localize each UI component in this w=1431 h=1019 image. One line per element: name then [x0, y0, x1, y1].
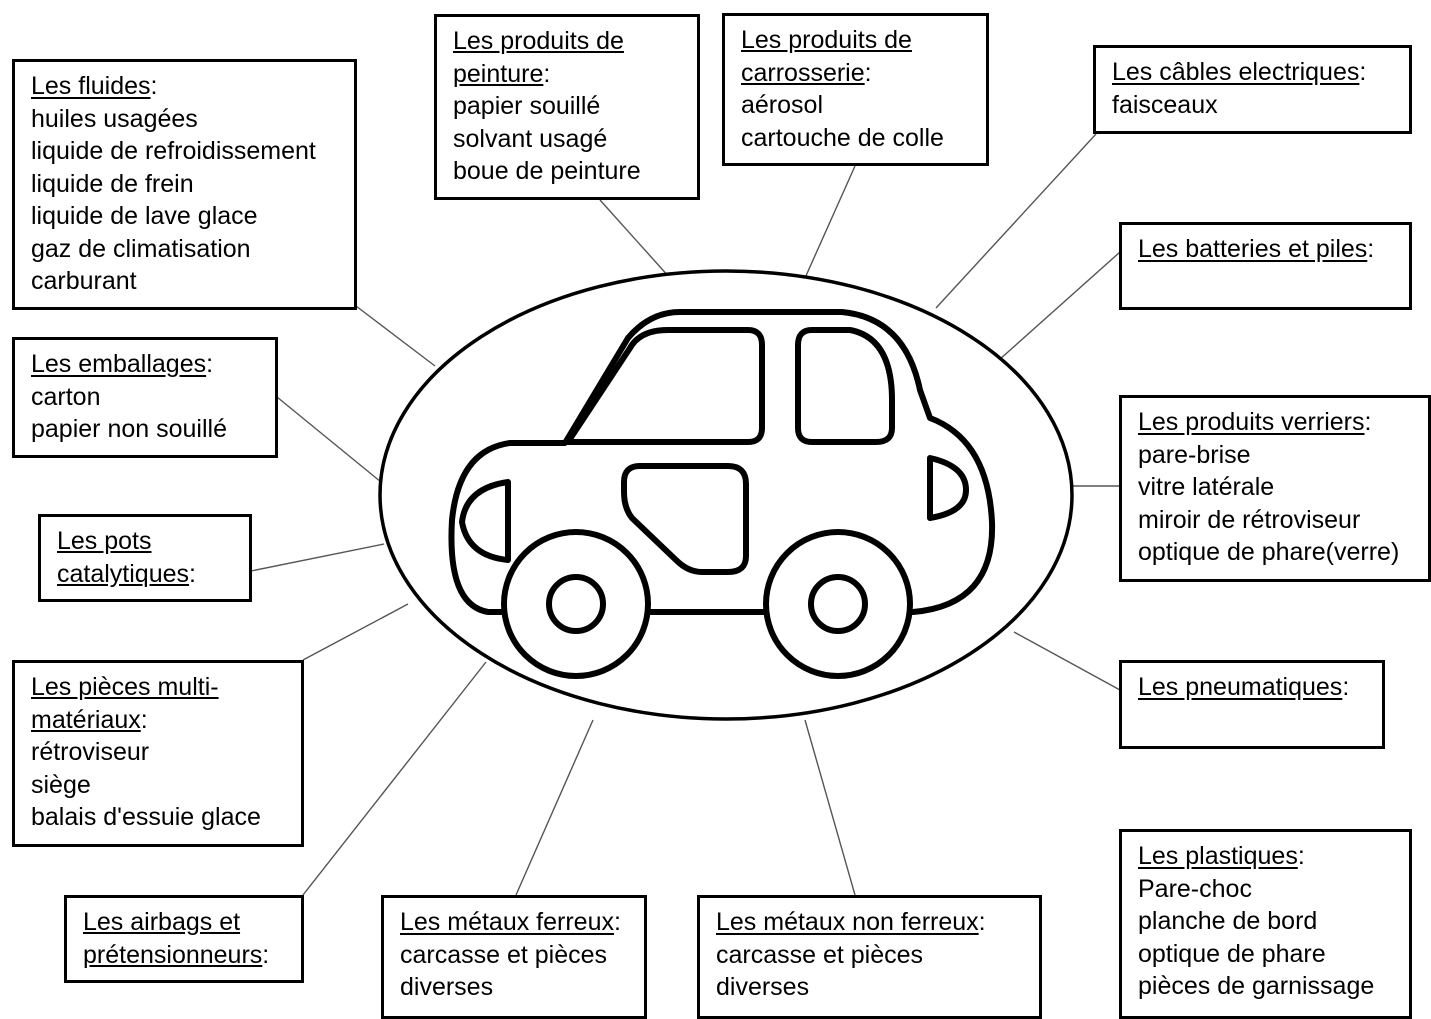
- box-airbags: Les airbags et prétensionneurs:: [64, 895, 304, 983]
- box-nonferreux-title: Les métaux non ferreux: [716, 908, 979, 936]
- list-item: rétroviseur: [31, 738, 150, 766]
- connector-peinture: [599, 199, 671, 279]
- box-batteries-title: Les batteries et piles: [1138, 235, 1368, 263]
- list-item: miroir de rétroviseur: [1138, 505, 1361, 534]
- box-plastiques-title: Les plastiques: [1138, 842, 1298, 870]
- list-item: solvant usagé: [453, 124, 608, 153]
- box-ferreux-title: Les métaux ferreux: [400, 908, 614, 936]
- box-pots-title-line2: catalytiques: [57, 559, 190, 588]
- box-peinture: Les produits de peinture: papier souillé…: [434, 14, 700, 200]
- box-nonferreux: Les métaux non ferreux: carcasse et pièc…: [697, 895, 1042, 1019]
- list-item: boue de peinture: [453, 157, 641, 185]
- connector-lines: [250, 133, 1121, 896]
- box-emballages-title: Les emballages: [31, 350, 207, 378]
- box-verriers: Les produits verriers: pare-brise vitre …: [1119, 395, 1431, 582]
- list-item: faisceaux: [1112, 90, 1218, 119]
- box-pots: Les pots catalytiques:: [38, 514, 252, 602]
- box-carrosserie-title-line1: Les produits de: [741, 26, 912, 54]
- list-item: carcasse et pièces: [400, 940, 608, 969]
- list-item: liquide de frein: [31, 169, 194, 198]
- box-ferreux: Les métaux ferreux: carcasse et pièces d…: [381, 895, 647, 1019]
- list-item: aérosol: [741, 91, 823, 119]
- front-hubcap: [546, 574, 606, 634]
- list-item: liquide de refroidissement: [31, 137, 316, 165]
- list-item: gaz de climatisation: [31, 234, 251, 263]
- connector-cables: [935, 133, 1097, 309]
- list-item: carton: [31, 382, 101, 411]
- headlight: [927, 455, 969, 521]
- list-item: diverses: [400, 973, 494, 1001]
- list-item: balais d'essuie glace: [31, 803, 261, 831]
- box-multi: Les pièces multi- matériaux: rétroviseur…: [12, 660, 304, 847]
- list-item: papier souillé: [453, 92, 601, 120]
- list-item: optique de phare: [1138, 939, 1326, 968]
- box-fluides-title: Les fluides: [31, 72, 151, 100]
- list-item: liquide de lave glace: [31, 202, 258, 230]
- connector-pots: [250, 543, 385, 572]
- windshield: [565, 327, 765, 445]
- box-cables: Les câbles electriques: faisceaux: [1093, 45, 1412, 134]
- box-cables-title: Les câbles electriques: [1112, 58, 1360, 86]
- list-item: pare-brise: [1138, 440, 1251, 469]
- box-carrosserie-title-line2: carrosserie: [741, 58, 865, 87]
- list-item: optique de phare(verre): [1138, 538, 1400, 566]
- box-multi-title-line1: Les pièces multi-: [31, 673, 219, 701]
- list-item: carburant: [31, 267, 137, 295]
- list-item: Pare-choc: [1138, 874, 1252, 903]
- rear-hubcap: [808, 574, 868, 634]
- list-item: pièces de garnissage: [1138, 972, 1375, 1000]
- connector-multi: [302, 603, 409, 661]
- list-item: huiles usagées: [31, 104, 198, 133]
- list-item: vitre latérale: [1138, 473, 1275, 501]
- connector-carrosserie: [804, 165, 856, 279]
- list-item: carcasse et pièces: [716, 940, 924, 969]
- list-item: cartouche de colle: [741, 123, 944, 152]
- box-carrosserie: Les produits de carrosserie: aérosol car…: [722, 13, 989, 166]
- box-multi-title-line2: matériaux: [31, 705, 141, 734]
- car-icon: [448, 309, 996, 679]
- door-panel: [621, 463, 749, 575]
- box-pneumatiques-title: Les pneumatiques: [1138, 673, 1343, 701]
- connector-fluides: [355, 305, 436, 367]
- connector-emballages: [276, 396, 382, 483]
- connector-airbags: [302, 661, 487, 896]
- connector-batteries: [989, 251, 1121, 369]
- taillight: [459, 479, 511, 563]
- box-peinture-title-line2: peinture: [453, 59, 544, 88]
- list-item: papier non souillé: [31, 415, 227, 443]
- box-batteries: Les batteries et piles:: [1119, 222, 1412, 310]
- box-pneumatiques: Les pneumatiques:: [1119, 660, 1385, 749]
- box-fluides: Les fluides: huiles usagées liquide de r…: [12, 59, 357, 310]
- box-emballages: Les emballages: carton papier non souill…: [12, 337, 278, 458]
- box-airbags-title-line2: prétensionneurs: [83, 940, 263, 969]
- connector-nonferreux: [804, 719, 856, 896]
- connector-pneumatiques: [1013, 631, 1121, 691]
- box-plastiques: Les plastiques: Pare-choc planche de bor…: [1119, 829, 1412, 1019]
- box-verriers-title: Les produits verriers: [1138, 408, 1365, 436]
- box-airbags-title-line1: Les airbags et: [83, 908, 241, 936]
- box-peinture-title-line1: Les produits de: [453, 27, 624, 55]
- rear-window: [795, 327, 895, 445]
- list-item: diverses: [716, 973, 810, 1001]
- box-pots-title-line1: Les pots: [57, 527, 152, 555]
- list-item: siège: [31, 770, 91, 799]
- list-item: planche de bord: [1138, 907, 1318, 935]
- connector-ferreux: [515, 719, 594, 896]
